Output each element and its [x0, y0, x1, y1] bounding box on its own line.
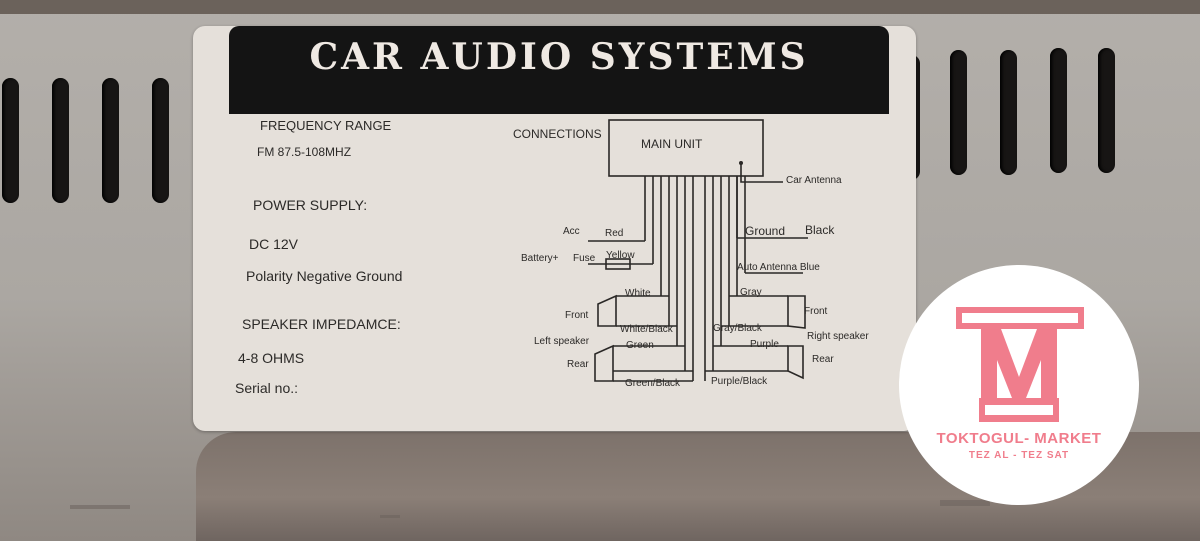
- frequency-heading: FREQUENCY RANGE: [260, 118, 392, 133]
- housing-top-edge: [0, 0, 1200, 14]
- green-label: Green: [626, 340, 654, 351]
- front-left-label: Front: [565, 310, 589, 321]
- fuse-label: Fuse: [573, 253, 596, 264]
- battery-label: Battery+: [521, 253, 559, 264]
- car-antenna-label: Car Antenna: [786, 175, 842, 186]
- rear-left-label: Rear: [567, 359, 589, 370]
- power-heading: POWER SUPPLY:: [253, 197, 368, 213]
- purple-black-label: Purple/Black: [711, 376, 768, 387]
- purple-label: Purple: [750, 339, 779, 350]
- vent-slot: [102, 78, 119, 203]
- label-title: CAR AUDIO SYSTEMS: [309, 36, 809, 78]
- main-unit-box: [608, 119, 764, 177]
- speaker-rear-right: [787, 345, 804, 380]
- serial-label: Serial no.:: [235, 380, 299, 396]
- polarity-text: Polarity Negative Ground: [246, 268, 403, 284]
- speaker-front-left: [597, 294, 617, 327]
- scratch-mark: [940, 500, 990, 506]
- power-value: DC 12V: [249, 236, 299, 252]
- title-banner: CAR AUDIO SYSTEMS: [229, 26, 889, 114]
- left-speaker-label: Left speaker: [534, 336, 590, 347]
- main-unit-label: MAIN UNIT: [641, 137, 703, 151]
- connections-label: CONNECTIONS: [513, 127, 602, 141]
- speaker-rear-left: [594, 344, 614, 382]
- white-black-label: White/Black: [620, 324, 673, 335]
- wiring-diagram: [588, 119, 808, 382]
- rear-right-label: Rear: [812, 354, 834, 365]
- vent-slot: [52, 78, 69, 203]
- front-right-label: Front: [804, 306, 828, 317]
- t-m-logo-icon: [956, 307, 1084, 422]
- ground-label: Ground: [745, 224, 786, 238]
- vent-slot: [950, 50, 967, 175]
- green-black-label: Green/Black: [625, 378, 681, 389]
- vent-slot: [1098, 48, 1115, 173]
- auto-antenna-label: Auto Antenna Blue: [737, 262, 820, 273]
- store-tagline: TEZ AL - TEZ SAT: [968, 450, 1070, 461]
- white-label: White: [625, 288, 651, 299]
- yellow-label: Yellow: [606, 250, 635, 261]
- spec-label: CAR AUDIO SYSTEMS FREQUENCY RANGE FM 87.…: [193, 26, 916, 431]
- vent-slot: [2, 78, 19, 203]
- right-speaker-label: Right speaker: [807, 331, 869, 342]
- fuse-symbol: [605, 258, 631, 270]
- store-logo: TOKTOGUL- MARKET TEZ AL - TEZ SAT: [899, 265, 1139, 505]
- frequency-value: FM 87.5-108MHZ: [257, 145, 352, 159]
- acc-label: Acc: [563, 226, 580, 237]
- scratch-mark: [380, 515, 400, 518]
- red-label: Red: [605, 228, 624, 239]
- gray-label: Gray: [740, 287, 762, 298]
- vent-slot: [1050, 48, 1067, 173]
- impedance-heading: SPEAKER IMPEDAMCE:: [242, 316, 401, 332]
- scratch-mark: [70, 505, 130, 509]
- speaker-front-right: [787, 295, 806, 329]
- gray-black-label: Gray/Black: [713, 323, 762, 334]
- vent-slot: [152, 78, 169, 203]
- black-label: Black: [805, 223, 835, 237]
- vent-slot: [1000, 50, 1017, 175]
- impedance-value: 4-8 OHMS: [238, 350, 305, 366]
- store-brand-name: TOKTOGUL- MARKET: [936, 430, 1102, 447]
